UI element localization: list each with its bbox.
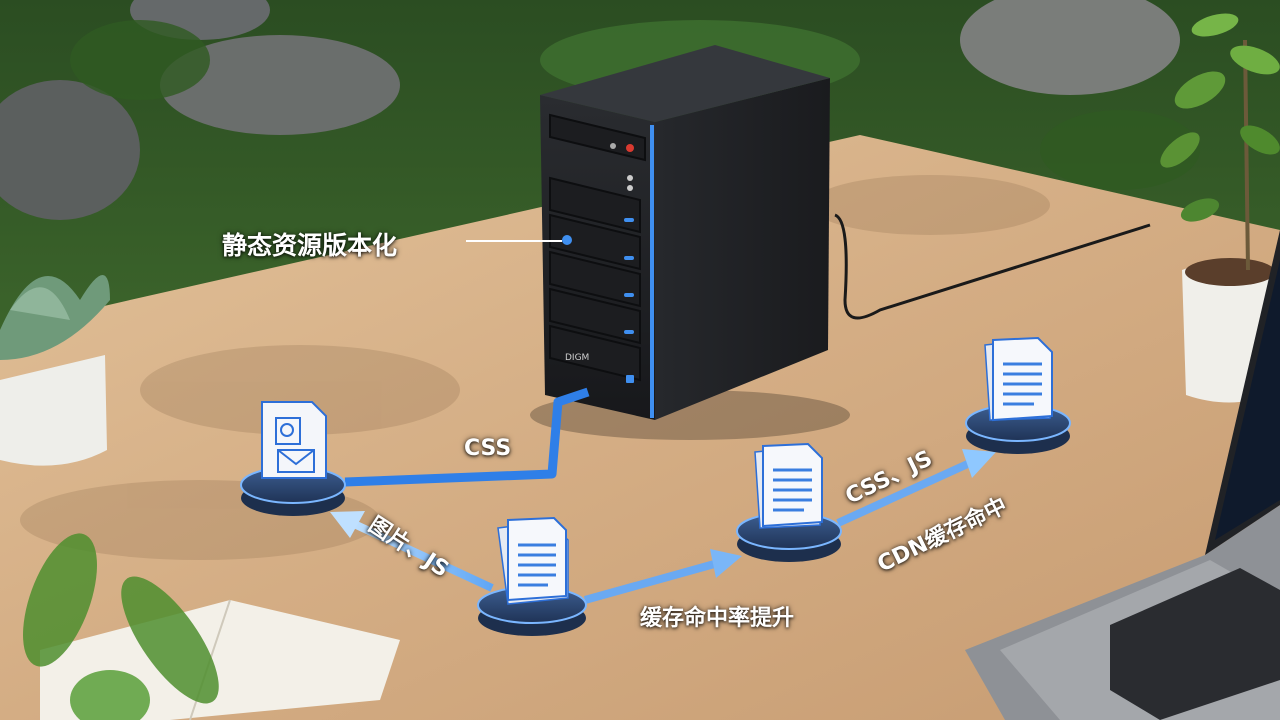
middle-document-node (736, 442, 842, 562)
image-file-icon (261, 401, 327, 479)
server-icon: DIGM (530, 45, 850, 440)
power-cable (834, 213, 1151, 320)
document-icon (984, 336, 1053, 422)
css-connector-line (344, 387, 590, 487)
center-document-node (477, 516, 587, 636)
server-brand-logo: DIGM (565, 353, 589, 363)
rock-group (0, 0, 1180, 220)
css-flow-label: CSS (464, 436, 512, 461)
succulent-plant-icon (0, 275, 110, 466)
document-icon (754, 442, 823, 529)
cdn-arrow (836, 458, 974, 527)
image-file-node (240, 401, 346, 516)
images-js-arrow (350, 519, 494, 592)
cache-hit-rate-label: 缓存命中率提升 (640, 606, 795, 631)
laptop-icon (965, 230, 1280, 720)
desk-surface (0, 135, 1280, 720)
flow-arrows (330, 387, 996, 604)
document-icon (497, 516, 569, 605)
cdn-document-node (965, 336, 1071, 454)
foreground-leaves (23, 533, 219, 720)
server-callout-label: 静态资源版本化 (222, 231, 398, 260)
cache-rate-arrow (583, 559, 720, 604)
callout-dot (562, 235, 572, 245)
